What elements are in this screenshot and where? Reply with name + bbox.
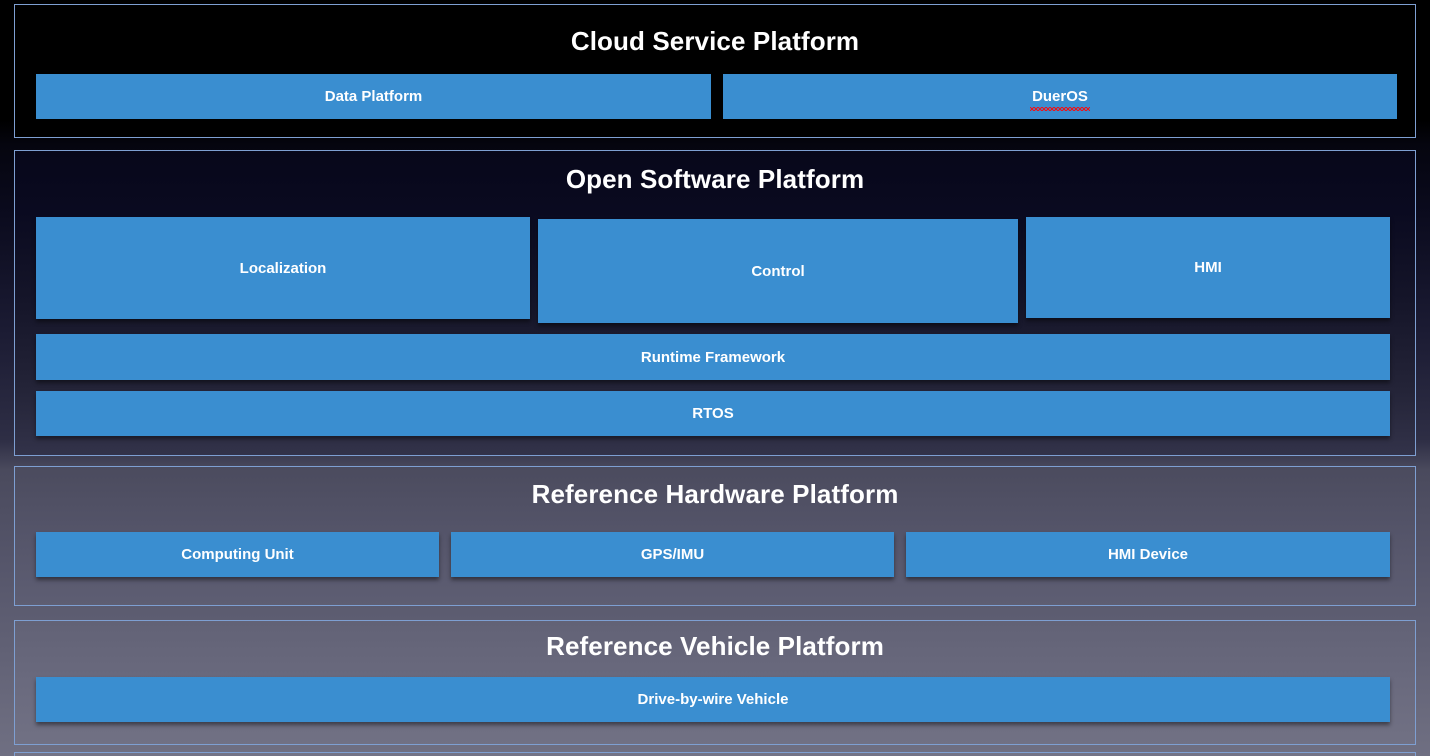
tile-label-runtime-framework: Runtime Framework xyxy=(640,348,786,366)
tile-dueros[interactable]: DuerOS xyxy=(723,74,1397,119)
layer-title-cloud-service-platform: Cloud Service Platform xyxy=(570,26,860,56)
tile-rtos[interactable]: RTOS xyxy=(36,391,1390,436)
tile-label-data-platform: Data Platform xyxy=(324,88,423,105)
tile-label-rtos: RTOS xyxy=(692,405,734,422)
tile-gps-imu[interactable]: GPS/IMU xyxy=(451,532,894,577)
tile-computing-unit[interactable]: Computing Unit xyxy=(36,532,439,577)
tile-label-hmi: HMI xyxy=(1194,259,1222,276)
layer-panel-reference-hardware-platform: Reference Hardware Platform Computing Un… xyxy=(14,466,1416,606)
layer-title-reference-vehicle-platform: Reference Vehicle Platform xyxy=(546,631,884,661)
tile-control[interactable]: Control xyxy=(538,219,1018,323)
tile-label-localization: Localization xyxy=(239,259,327,277)
tile-runtime-framework[interactable]: Runtime Framework xyxy=(36,334,1390,380)
tile-label-hmi-device: HMI Device xyxy=(1107,546,1189,563)
tile-hmi[interactable]: HMI xyxy=(1026,217,1390,318)
layer-title-open-software-platform: Open Software Platform xyxy=(565,164,865,194)
tile-label-control: Control xyxy=(751,262,805,280)
layer-panel-next-partial xyxy=(14,752,1416,756)
tile-label-drive-by-wire-vehicle: Drive-by-wire Vehicle xyxy=(637,691,789,708)
tile-label-gps-imu: GPS/IMU xyxy=(640,546,705,563)
tile-data-platform[interactable]: Data Platform xyxy=(36,74,711,119)
tile-hmi-device[interactable]: HMI Device xyxy=(906,532,1390,577)
tile-label-dueros: DuerOS xyxy=(1030,88,1090,111)
layer-panel-open-software-platform: Open Software Platform Localization Cont… xyxy=(14,150,1416,456)
tile-localization[interactable]: Localization xyxy=(36,217,530,319)
layer-panel-reference-vehicle-platform: Reference Vehicle Platform Drive-by-wire… xyxy=(14,620,1416,745)
tile-label-computing-unit: Computing Unit xyxy=(181,546,294,563)
layer-title-reference-hardware-platform: Reference Hardware Platform xyxy=(531,479,899,509)
tile-drive-by-wire-vehicle[interactable]: Drive-by-wire Vehicle xyxy=(36,677,1390,722)
layer-panel-cloud-service-platform: Cloud Service Platform Data Platform Due… xyxy=(14,4,1416,138)
